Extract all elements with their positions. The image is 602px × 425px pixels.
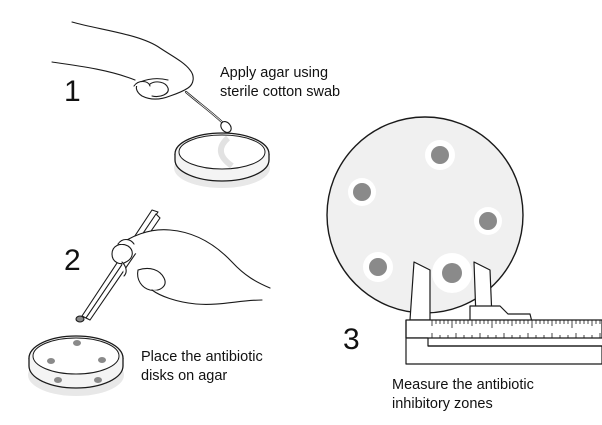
petri-dish-2 bbox=[28, 335, 124, 396]
antibiotic-disk bbox=[431, 146, 449, 164]
antibiotic-disk bbox=[73, 340, 81, 346]
antibiotic-disk bbox=[442, 263, 462, 283]
forceps bbox=[75, 209, 161, 323]
hand-with-forceps bbox=[111, 229, 271, 305]
step-3: 3 Measure the antibiotic inhibitory zone… bbox=[326, 116, 602, 412]
step-1: 1 Apply agar using sterile cotton swab bbox=[51, 21, 340, 188]
inhibition-zone bbox=[348, 178, 376, 206]
hand-with-swab bbox=[51, 21, 232, 133]
inhibition-zone bbox=[363, 252, 393, 282]
step-2-number: 2 bbox=[64, 244, 81, 277]
step-3-number: 3 bbox=[343, 323, 360, 356]
step-2: 2 Place the antibiotic disks on agar bbox=[28, 209, 271, 396]
antibiotic-disk bbox=[75, 315, 85, 323]
step-3-caption-line1: Measure the antibiotic bbox=[392, 377, 534, 393]
antibiotic-disk bbox=[479, 212, 497, 230]
step-3-caption-line2: inhibitory zones bbox=[392, 396, 493, 412]
antibiotic-disk bbox=[54, 377, 62, 383]
step-1-number: 1 bbox=[64, 75, 81, 108]
ruler-scale bbox=[431, 320, 601, 338]
caliper bbox=[405, 261, 602, 365]
petri-dish-1 bbox=[174, 132, 270, 188]
step-2-caption-line2: disks on agar bbox=[141, 368, 227, 384]
inhibition-zone bbox=[425, 140, 455, 170]
antibiotic-disk bbox=[353, 183, 371, 201]
inhibition-zone bbox=[474, 207, 502, 235]
inhibition-zone bbox=[432, 253, 472, 293]
antibiotic-disk bbox=[47, 358, 55, 364]
step-1-caption-line2: sterile cotton swab bbox=[220, 84, 340, 100]
antibiotic-disk bbox=[369, 258, 387, 276]
step-2-caption-line1: Place the antibiotic bbox=[141, 349, 263, 365]
antibiotic-disk bbox=[98, 357, 106, 363]
step-1-caption-line1: Apply agar using bbox=[220, 65, 328, 81]
antibiotic-disk bbox=[94, 377, 102, 383]
